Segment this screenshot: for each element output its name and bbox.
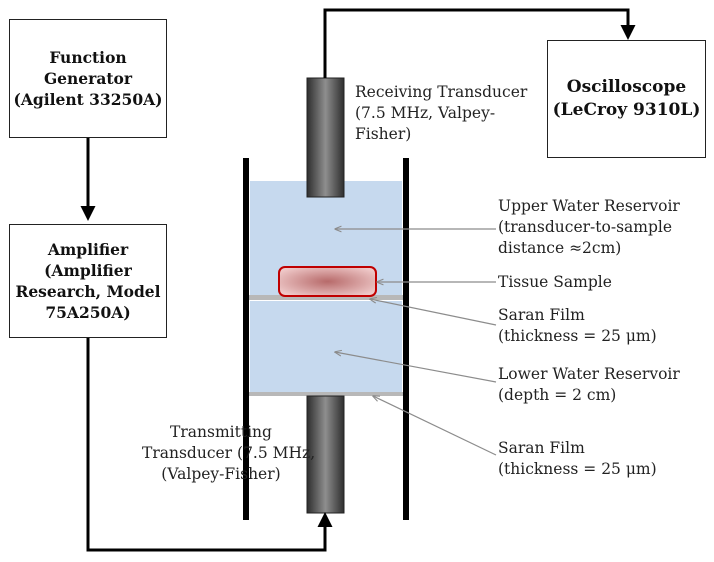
leader-saran-lower xyxy=(373,396,497,456)
transmitting-transducer-label: Transmitting Transducer (7.5 MHz, (Valpe… xyxy=(142,422,316,485)
leader-lower-reservoir xyxy=(335,352,497,383)
tx-label-line-3: (Valpey-Fisher) xyxy=(161,465,281,483)
rx-label-line-1: Receiving Transducer xyxy=(355,83,528,101)
lower-reservoir-line-1: Lower Water Reservoir xyxy=(498,365,680,383)
upper-reservoir-line-2: (transducer-to-sample xyxy=(498,218,673,236)
wire-amp-to-tx xyxy=(86,338,333,552)
upper-reservoir-line-3: distance ≈2cm) xyxy=(498,239,622,257)
fg-line-3: (Agilent 33250A) xyxy=(13,90,163,109)
amp-line-3: Research, Model xyxy=(15,282,161,301)
oscilloscope-box: Oscilloscope (LeCroy 9310L) xyxy=(547,40,706,158)
rx-label-line-2: (7.5 MHz, Valpey- xyxy=(355,104,496,122)
saran-film-upper xyxy=(249,295,403,300)
osc-line-2: (LeCroy 9310L) xyxy=(552,100,701,120)
saran-lower-line-2: (thickness = 25 μm) xyxy=(498,460,657,478)
upper-reservoir-label: Upper Water Reservoir (transducer-to-sam… xyxy=(498,196,680,259)
saran-film-lower xyxy=(249,392,403,396)
lower-reservoir-label: Lower Water Reservoir (depth = 2 cm) xyxy=(498,364,680,406)
tissue-sample-label: Tissue Sample xyxy=(498,272,612,293)
function-generator-box: Function Generator (Agilent 33250A) xyxy=(9,19,167,138)
upper-reservoir-line-1: Upper Water Reservoir xyxy=(498,197,680,215)
saran-upper-line-1: Saran Film xyxy=(498,306,585,324)
fg-line-1: Function xyxy=(49,48,127,67)
water-lower xyxy=(250,301,402,393)
fg-line-2: Generator xyxy=(43,69,133,88)
tissue-sample-line-1: Tissue Sample xyxy=(498,273,612,291)
leader-saran-upper xyxy=(370,299,497,326)
saran-film-upper-label: Saran Film (thickness = 25 μm) xyxy=(498,305,657,347)
receiving-transducer-label: Receiving Transducer (7.5 MHz, Valpey- F… xyxy=(355,82,527,145)
amp-line-4: 75A250A) xyxy=(45,303,131,322)
lower-reservoir-line-2: (depth = 2 cm) xyxy=(498,386,617,404)
saran-lower-line-1: Saran Film xyxy=(498,439,585,457)
wire-rx-to-scope xyxy=(323,8,636,78)
amp-line-2: (Amplifier xyxy=(44,261,132,280)
tx-label-line-2: Transducer (7.5 MHz, xyxy=(142,444,316,462)
tissue-sample xyxy=(278,266,377,297)
amplifier-box: Amplifier (Amplifier Research, Model 75A… xyxy=(9,224,167,338)
saran-upper-line-2: (thickness = 25 μm) xyxy=(498,327,657,345)
receiving-transducer xyxy=(306,77,345,198)
tx-label-line-1: Transmitting xyxy=(170,423,272,441)
amp-line-1: Amplifier xyxy=(47,240,129,259)
rx-label-line-3: Fisher) xyxy=(355,125,412,143)
saran-film-lower-label: Saran Film (thickness = 25 μm) xyxy=(498,438,657,480)
osc-line-1: Oscilloscope xyxy=(566,77,687,97)
